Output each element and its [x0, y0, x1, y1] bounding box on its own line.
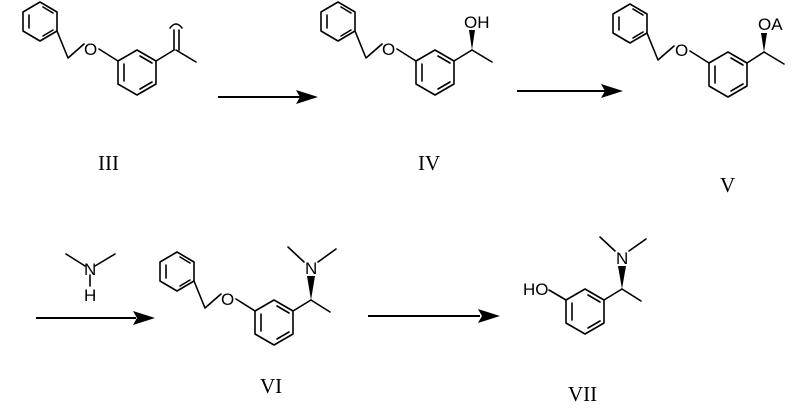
compound-label-vi: VI — [260, 374, 282, 398]
reagent-dimethylamine: N H — [65, 253, 116, 305]
amine-n-vii: N — [616, 249, 628, 268]
compound-label-vii: VII — [568, 382, 597, 406]
ether-oxygen-v: O — [675, 41, 688, 60]
reaction-arrow-2 — [517, 84, 623, 98]
ether-oxygen-iv: O — [382, 40, 395, 59]
oa-group-v: OA — [758, 15, 783, 34]
ether-oxygen-iii: O — [84, 40, 97, 59]
hydroxyl-group-iv: OH — [464, 13, 490, 32]
compound-label-iv: IV — [418, 151, 440, 175]
reaction-arrow-3 — [36, 311, 155, 325]
reagent-h-atom: H — [84, 286, 96, 305]
reaction-arrow-1 — [218, 90, 318, 104]
compound-vii: HO N VII — [523, 236, 647, 406]
reagent-n-atom: N — [84, 260, 96, 279]
compound-vi: O N VI — [159, 246, 337, 398]
compound-iii: O III — [22, 1, 197, 175]
amine-n-vi: N — [305, 259, 317, 278]
compound-iv: O OH IV — [320, 1, 493, 175]
compound-label-v: V — [720, 173, 735, 197]
phenol-ho-vii: HO — [523, 280, 549, 299]
ether-oxygen-vi: O — [221, 290, 234, 309]
compound-v: O OA V — [612, 3, 785, 197]
reaction-arrow-4 — [368, 309, 500, 323]
compound-label-iii: III — [98, 151, 119, 175]
